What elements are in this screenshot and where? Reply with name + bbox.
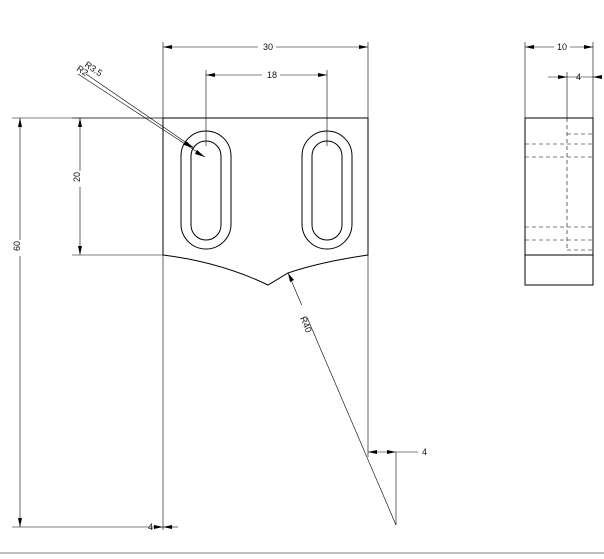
side-view: 10 4: [524, 40, 602, 286]
dimension-height: 60: [12, 118, 27, 527]
left-slot-inner: [190, 140, 222, 241]
dimension-width: 30: [163, 40, 368, 52]
side-depth-dimension-label: 4: [576, 72, 581, 82]
width-dimension-label: 30: [263, 42, 273, 52]
right-offset-label: 4: [422, 447, 427, 457]
dimension-arc-radius: R40: [287, 272, 397, 526]
side-width-dimension-label: 10: [557, 42, 567, 52]
dimension-side-depth: 4: [548, 72, 602, 82]
front-view: 30 18 60 20: [12, 40, 427, 532]
dimension-bottom-offset: 4: [138, 522, 178, 532]
bottom-offset-label: 4: [148, 522, 153, 532]
dimension-side-width: 10: [525, 40, 593, 52]
dimension-slot-radii: R3.5 R2: [75, 59, 206, 158]
left-slot-outer: [180, 130, 232, 250]
height-dimension-label: 60: [12, 241, 22, 251]
right-slot-inner: [311, 140, 343, 241]
dimension-slot-spacing: 18: [206, 68, 327, 80]
dimension-slot-length: 20: [72, 118, 88, 255]
slot-spacing-dimension-label: 18: [267, 70, 277, 80]
slot-length-dimension-label: 20: [72, 172, 82, 182]
right-slot-outer: [301, 130, 353, 250]
side-outline: [524, 117, 594, 286]
dimension-right-offset: 4: [368, 447, 427, 525]
part-outline: [162, 117, 369, 286]
